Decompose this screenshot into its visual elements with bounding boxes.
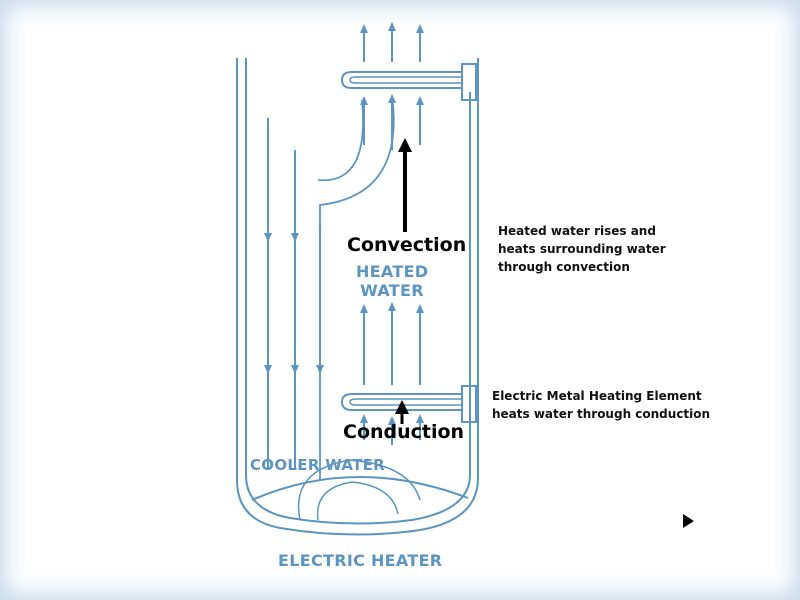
electric-heater-label: ELECTRIC HEATER — [278, 551, 443, 570]
heated-water-label: HEATED WATER — [356, 262, 428, 300]
lower-element-flange — [461, 385, 477, 423]
convection-label: Convection — [347, 234, 467, 256]
tank-outer-wall — [236, 58, 479, 536]
tank-inner-wall — [245, 58, 471, 525]
conduction-note-line-2: heats water through conduction — [492, 407, 711, 421]
heated-water-line-2: WATER — [360, 281, 424, 300]
lower-heating-element — [340, 393, 462, 411]
tank-dome — [251, 476, 469, 501]
upper-element-flange — [461, 63, 477, 101]
convection-note-line-3: through convection — [498, 260, 630, 274]
play-icon[interactable] — [683, 514, 694, 528]
conduction-note-line-1: Electric Metal Heating Element — [492, 389, 702, 403]
convection-note: Heated water rises and heats surrounding… — [498, 222, 666, 276]
cooler-water-label: COOLER WATER — [250, 456, 386, 474]
convection-note-line-2: heats surrounding water — [498, 242, 666, 256]
upper-heating-element — [340, 71, 462, 89]
conduction-label: Conduction — [343, 421, 465, 443]
convection-note-line-1: Heated water rises and — [498, 224, 656, 238]
heated-water-line-1: HEATED — [356, 262, 429, 281]
conduction-note: Electric Metal Heating Element heats wat… — [492, 387, 710, 423]
